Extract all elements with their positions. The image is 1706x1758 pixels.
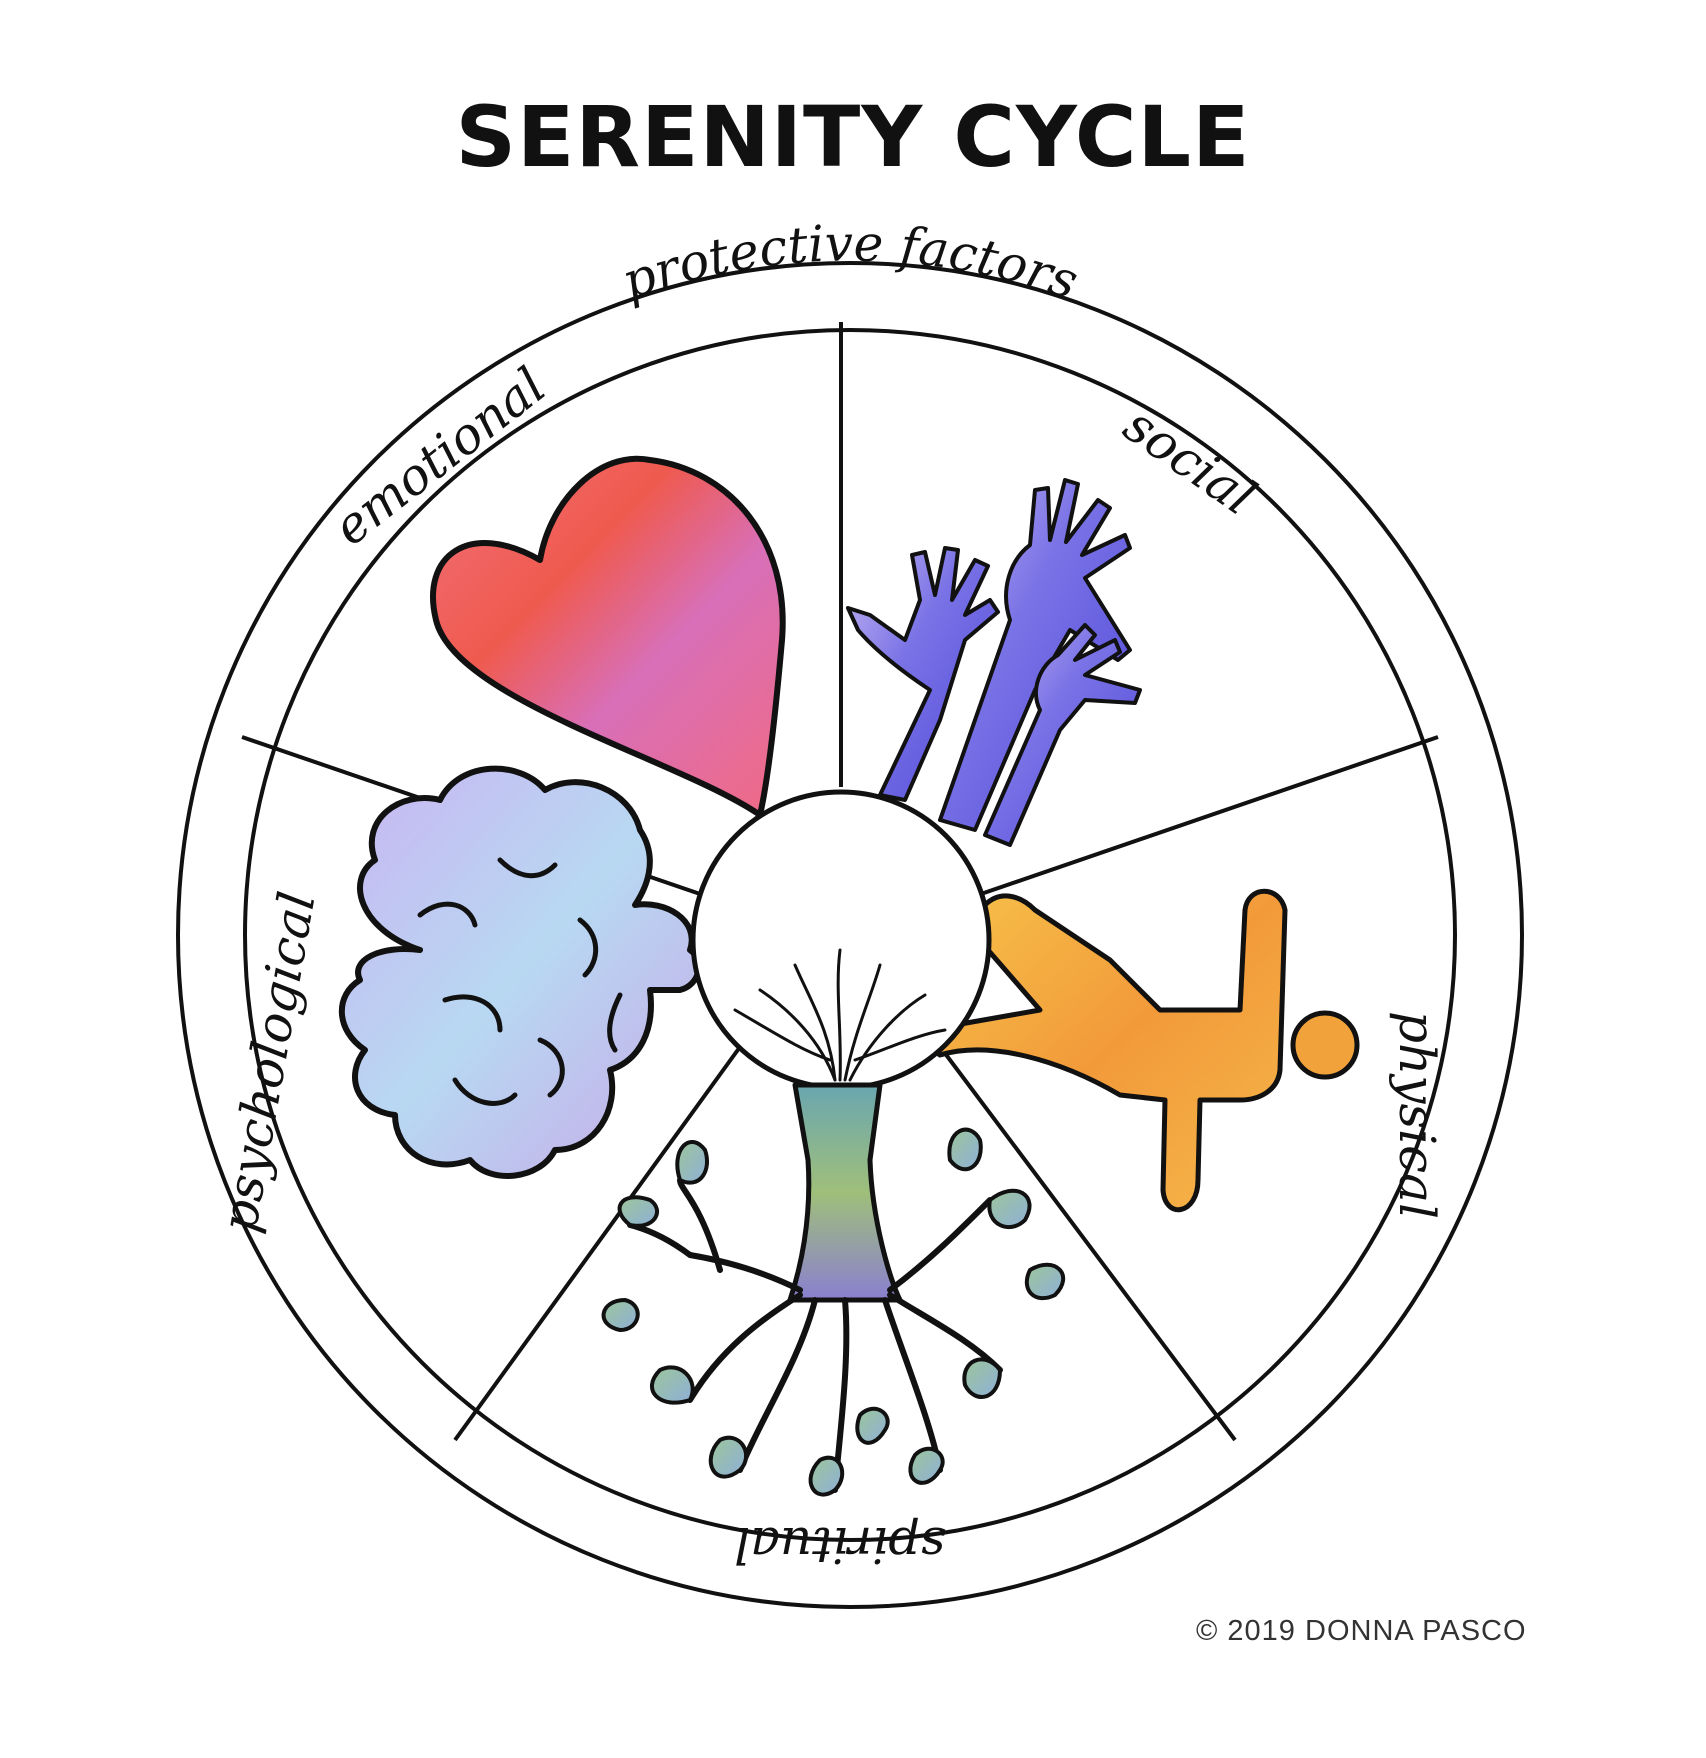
page-title: SERENITY CYCLE <box>455 88 1251 186</box>
inner-ring <box>243 328 1457 1542</box>
tree-roots-icon <box>601 948 1066 1497</box>
ring-label-text: protective factors <box>615 214 1085 310</box>
brain-icon <box>338 765 702 1179</box>
stretching-figure-icon <box>930 888 1360 1213</box>
segment-label-psychological: psychological <box>210 888 327 1237</box>
heart-icon <box>430 455 786 818</box>
copyright-notice: © 2019 DONNA PASCO <box>1196 1615 1527 1647</box>
raised-hands-icon <box>846 478 1142 847</box>
segment-label-physical: physical <box>1388 1011 1446 1219</box>
segment-label-emotional: emotional <box>323 356 557 556</box>
outer-ring <box>176 261 1524 1609</box>
ring-label: protective factors <box>615 214 1085 310</box>
segment-label-social: social <box>1113 396 1266 527</box>
segment-label-spiritual: spiritual <box>734 1516 946 1574</box>
